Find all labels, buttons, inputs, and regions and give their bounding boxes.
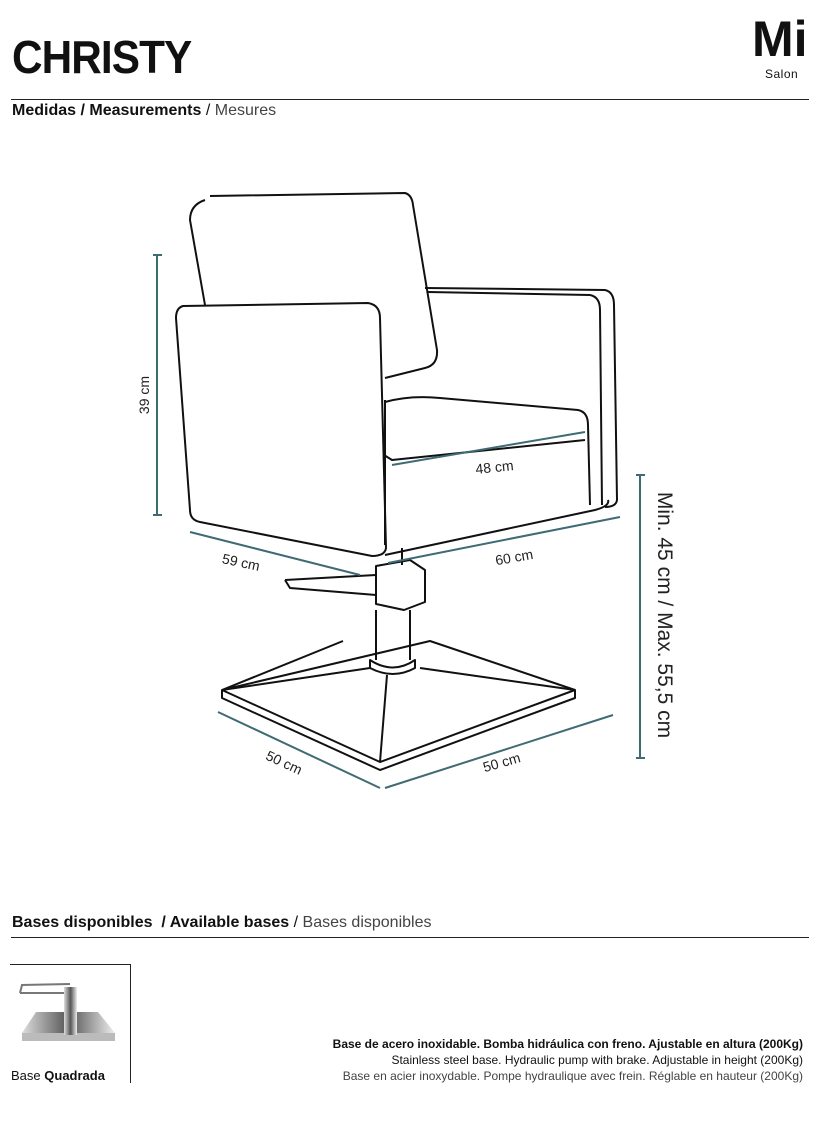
square-base-image	[19, 983, 115, 1041]
dim-base-depth: 50 cm	[263, 747, 304, 778]
bases-heading: Bases disponibles / Available bases / Ba…	[12, 914, 432, 931]
measurements-heading: Medidas / Measurements / Mesures	[12, 102, 277, 119]
dim-back-height: 39 cm	[136, 376, 152, 414]
divider	[11, 937, 809, 938]
chair-drawing: 39 cm 48 cm 59 cm 60 cm 50 cm 50 cm Min.…	[136, 192, 676, 789]
dim-seat-height: Min. 45 cm / Max. 55,5 cm	[653, 492, 676, 738]
dim-width: 60 cm	[494, 546, 534, 568]
dim-depth: 59 cm	[221, 550, 262, 574]
product-title: CHRISTY	[12, 31, 192, 83]
divider	[11, 99, 809, 100]
base-description-es: Base de acero inoxidable. Bomba hidráuli…	[332, 1037, 803, 1051]
dim-seat-width: 48 cm	[475, 457, 515, 477]
base-description-en: Stainless steel base. Hydraulic pump wit…	[391, 1053, 803, 1067]
dimension-lines	[153, 254, 645, 789]
dim-base-width: 50 cm	[481, 749, 522, 775]
base-caption: Base Quadrada	[11, 1068, 105, 1083]
base-description-fr: Base en acier inoxydable. Pompe hydrauli…	[342, 1069, 803, 1083]
brand-logo-sub: Salon	[765, 67, 799, 81]
brand-logo: Mi	[752, 11, 808, 67]
base-option-square[interactable]	[10, 964, 131, 1083]
